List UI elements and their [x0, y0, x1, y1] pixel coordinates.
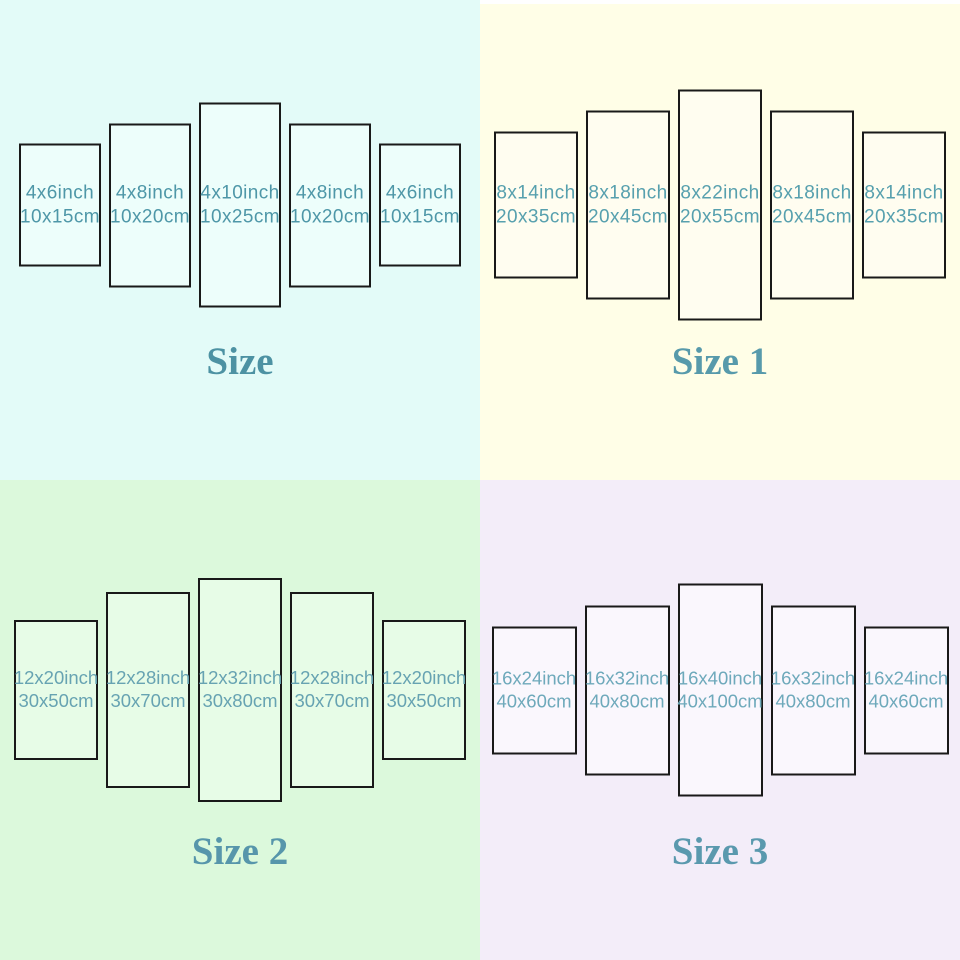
- quadrant-title: Size 1: [671, 340, 769, 383]
- quadrant-title: Size 3: [671, 830, 769, 873]
- panel-cm-label: 40x60cm: [868, 690, 944, 711]
- panel-cm-label: 40x80cm: [775, 690, 851, 711]
- panel-cm-label: 30x50cm: [18, 690, 94, 711]
- panel-cm-label: 10x25cm: [200, 206, 280, 227]
- panel-cm-label: 20x45cm: [588, 206, 668, 227]
- panel-inch-label: 8x14inch: [496, 182, 576, 204]
- panel-cm-label: 20x35cm: [864, 206, 944, 227]
- panel-cm-label: 10x20cm: [290, 206, 370, 227]
- panel-cm-label: 20x55cm: [680, 206, 760, 227]
- panel-inch-label: 4x10inch: [200, 182, 280, 204]
- panel-inch-label: 8x18inch: [588, 182, 668, 204]
- panel-inch-label: 8x18inch: [772, 182, 852, 204]
- panel-inch-label: 4x8inch: [295, 182, 365, 204]
- panel-inch-label: 16x40inch: [677, 667, 763, 689]
- panel-cm-label: 30x70cm: [110, 690, 186, 711]
- panel-inch-label: 4x6inch: [385, 182, 455, 204]
- quadrant-title: Size: [206, 340, 274, 383]
- panel-inch-label: 12x20inch: [381, 667, 467, 689]
- panel-cm-label: 30x80cm: [202, 690, 278, 711]
- panel-cm-label: 20x45cm: [772, 206, 852, 227]
- panel-inch-label: 12x28inch: [105, 667, 191, 689]
- panel-cm-label: 10x15cm: [20, 206, 100, 227]
- panel-cm-label: 20x35cm: [496, 206, 576, 227]
- panel-cm-label: 40x60cm: [496, 690, 572, 711]
- panel-inch-label: 16x24inch: [863, 667, 949, 689]
- panel-inch-label: 12x32inch: [197, 667, 283, 689]
- panel-inch-label: 8x22inch: [680, 182, 760, 204]
- quadrant-title: Size 2: [191, 830, 289, 873]
- panel-cm-label: 40x100cm: [677, 690, 763, 711]
- panel-inch-label: 16x32inch: [584, 667, 670, 689]
- panel-inch-label: 16x24inch: [491, 667, 577, 689]
- panel-cm-label: 30x50cm: [386, 690, 462, 711]
- panel-cm-label: 30x70cm: [294, 690, 370, 711]
- panel-cm-label: 10x20cm: [110, 206, 190, 227]
- panel-inch-label: 8x14inch: [864, 182, 944, 204]
- panel-inch-label: 4x6inch: [25, 182, 95, 204]
- panel-inch-label: 12x28inch: [289, 667, 375, 689]
- panel-inch-label: 12x20inch: [13, 667, 99, 689]
- panel-inch-label: 4x8inch: [115, 182, 185, 204]
- top-white-strip: [480, 0, 960, 4]
- panel-inch-label: 16x32inch: [770, 667, 856, 689]
- panel-cm-label: 40x80cm: [589, 690, 665, 711]
- panel-cm-label: 10x15cm: [380, 206, 460, 227]
